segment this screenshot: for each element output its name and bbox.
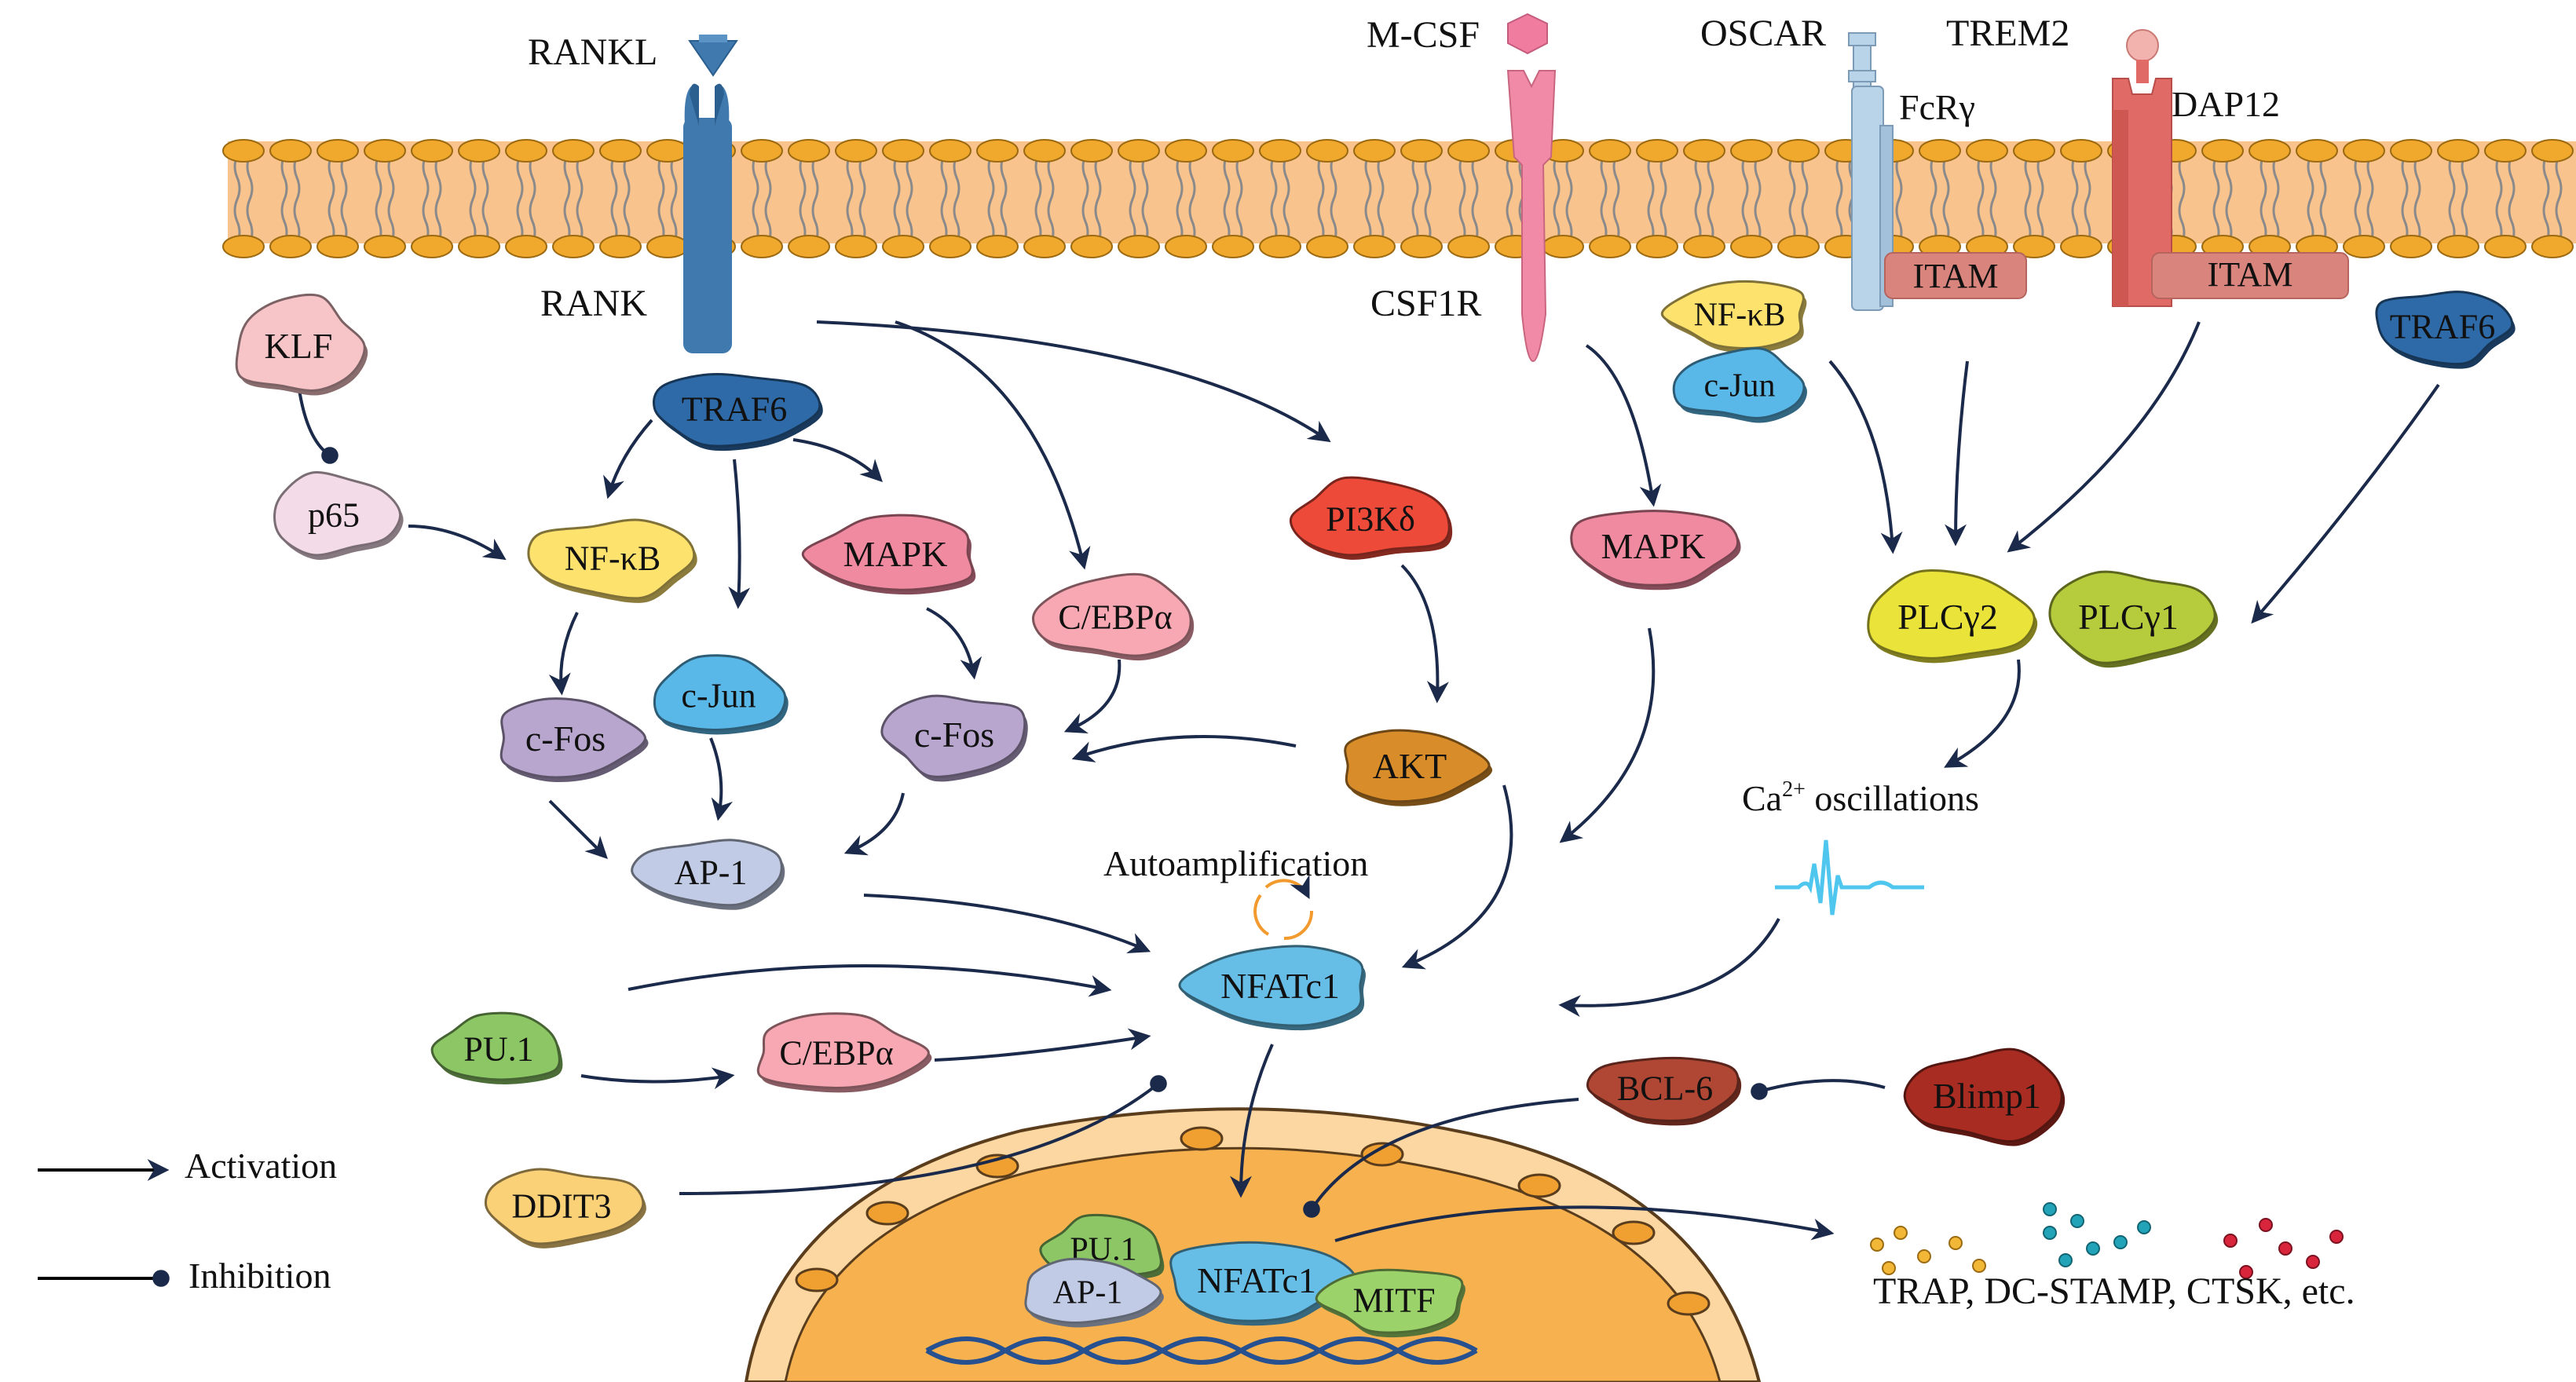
protein-nfkb: NF-κB bbox=[527, 518, 697, 603]
itam-label-oscar: ITAM bbox=[1913, 257, 1999, 295]
cell-membrane bbox=[222, 139, 2576, 258]
protein-label: C/EBPα bbox=[1058, 598, 1172, 636]
protein-label: PI3Kδ bbox=[1326, 499, 1415, 538]
protein-cebpa-low: C/EBPα bbox=[756, 1012, 932, 1093]
protein-mapk2: MAPK bbox=[1570, 510, 1741, 590]
protein-label: PLCγ2 bbox=[1897, 597, 1998, 637]
autoamplification-label: Autoamplification bbox=[1103, 843, 1368, 883]
protein-nfkb2: NF-κB bbox=[1660, 280, 1807, 353]
mcsf-ligand bbox=[1507, 13, 1548, 55]
protein-bcl6: BCL-6 bbox=[1586, 1056, 1742, 1126]
trem2-receptor bbox=[2112, 29, 2172, 307]
dap12-label: DAP12 bbox=[2172, 84, 2280, 124]
protein-cjun: c-Jun bbox=[653, 654, 789, 735]
protein-label: c-Jun bbox=[681, 676, 756, 715]
protein-cfos-left: c-Fos bbox=[499, 697, 649, 783]
rankl-label: RANKL bbox=[528, 31, 657, 73]
protein-plcg2: PLCγ2 bbox=[1867, 569, 2038, 664]
protein-mapk: MAPK bbox=[801, 514, 976, 595]
rank-receptor bbox=[683, 83, 732, 353]
protein-cjun2: c-Jun bbox=[1672, 347, 1807, 423]
protein-traf6: TRAF6 bbox=[653, 373, 823, 452]
protein-label: p65 bbox=[308, 495, 360, 534]
protein-label: c-Fos bbox=[914, 715, 994, 755]
protein-mitf-n: MITF bbox=[1315, 1268, 1465, 1338]
protein-label: Blimp1 bbox=[1933, 1076, 2041, 1116]
calcium-oscillations-label: Ca2+ oscillations bbox=[1742, 777, 1979, 818]
itam-domain-oscar bbox=[1884, 252, 2027, 299]
protein-label: NF-κB bbox=[1694, 298, 1786, 334]
fcrg-label: FcRγ bbox=[1899, 87, 1975, 127]
itam-label-dap12: ITAM bbox=[2208, 255, 2293, 294]
protein-p65: p65 bbox=[273, 471, 404, 560]
protein-klf: KLF bbox=[235, 293, 368, 396]
protein-label: AP-1 bbox=[675, 853, 748, 891]
protein-label: PU.1 bbox=[463, 1029, 533, 1068]
protein-cfos-mid: c-Fos bbox=[880, 694, 1028, 782]
protein-label: c-Fos bbox=[525, 718, 606, 759]
csf1r-receptor bbox=[1506, 70, 1557, 363]
protein-cebpa-top: C/EBPα bbox=[1032, 572, 1195, 661]
calcium-oscillation-wave bbox=[1775, 839, 1924, 916]
trem2-label: TREM2 bbox=[1946, 13, 2069, 54]
protein-label: NFATc1 bbox=[1220, 966, 1340, 1006]
protein-label: MAPK bbox=[1601, 526, 1706, 566]
protein-plcg1: PLCγ1 bbox=[2048, 570, 2219, 668]
secreted-products-dots bbox=[1870, 1202, 2344, 1279]
legend: Activation Inhibition bbox=[38, 1146, 337, 1296]
protein-ap1: AP-1 bbox=[631, 839, 785, 910]
mcsf-label: M-CSF bbox=[1367, 14, 1480, 56]
protein-blimp1: Blimp1 bbox=[1903, 1047, 2066, 1146]
autoamplification-cycle-icon bbox=[1253, 874, 1314, 941]
protein-label: TRAF6 bbox=[2390, 307, 2495, 346]
oscar-receptor bbox=[1848, 32, 1894, 311]
protein-label: PLCγ1 bbox=[2078, 597, 2179, 637]
protein-label: DDIT3 bbox=[511, 1186, 611, 1225]
rankl-ligand bbox=[688, 35, 738, 77]
dna-helix bbox=[925, 1336, 1478, 1365]
protein-label: C/EBPα bbox=[779, 1033, 893, 1072]
protein-label: NFATc1 bbox=[1197, 1260, 1316, 1300]
csf1r-label: CSF1R bbox=[1370, 283, 1481, 324]
protein-label: c-Jun bbox=[1704, 368, 1776, 404]
protein-label: AKT bbox=[1373, 746, 1447, 786]
protein-label: AP-1 bbox=[1053, 1275, 1123, 1311]
protein-pi3k: PI3Kδ bbox=[1289, 476, 1453, 560]
arrows bbox=[297, 320, 2440, 1242]
protein-label: BCL-6 bbox=[1617, 1069, 1713, 1107]
protein-label: MAPK bbox=[843, 534, 948, 574]
protein-nfatc1-n: NFATc1 bbox=[1169, 1241, 1359, 1326]
protein-akt: AKT bbox=[1344, 729, 1493, 806]
itam-domain-dap12 bbox=[2151, 252, 2349, 299]
protein-label: TRAF6 bbox=[682, 389, 787, 428]
protein-label: NF-κB bbox=[565, 539, 660, 577]
rank-label: RANK bbox=[540, 283, 647, 324]
protein-ap1-n: AP-1 bbox=[1024, 1257, 1164, 1328]
protein-traf6-2: TRAF6 bbox=[2375, 291, 2516, 369]
protein-nfatc1: NFATc1 bbox=[1178, 945, 1366, 1031]
oscar-label: OSCAR bbox=[1700, 13, 1826, 54]
protein-pu1: PU.1 bbox=[430, 1011, 563, 1084]
protein-label: MITF bbox=[1352, 1281, 1435, 1319]
protein-ddit3: DDIT3 bbox=[484, 1168, 646, 1249]
products-label: TRAP, DC-STAMP, CTSK, etc. bbox=[1873, 1270, 2355, 1312]
legend-inhibition-label: Inhibition bbox=[188, 1256, 331, 1296]
legend-activation-label: Activation bbox=[185, 1146, 337, 1186]
protein-label: KLF bbox=[265, 326, 333, 366]
